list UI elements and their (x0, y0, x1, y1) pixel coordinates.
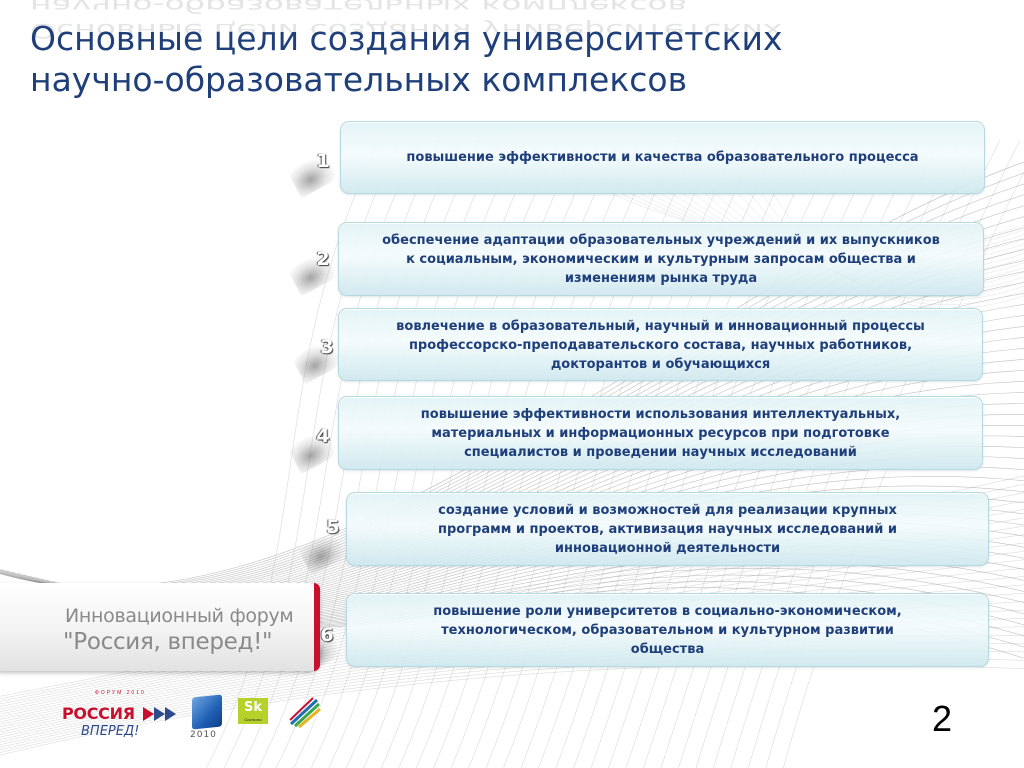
forum-name-line-1: Инновационный форум (65, 605, 294, 627)
goal-text-line: программ и проектов, активизация научных… (438, 522, 897, 537)
goal-number-1: 1 (316, 150, 330, 172)
goal-text-5: создание условий и возможностей для реал… (347, 501, 988, 558)
vpered-text: ВПЕРЕД! (81, 724, 140, 739)
goal-text-line: материальных и информационных ресурсов п… (431, 426, 890, 441)
title-line-2: научно-образовательных комплексов (30, 60, 688, 99)
goal-number-3: 3 (320, 336, 334, 358)
forum-caption: ФОРУМ 2010 (95, 690, 146, 696)
arrows-icon (143, 707, 176, 721)
goal-text-1: повышение эффективности и качества образ… (341, 148, 984, 167)
forum-accent-bar (314, 583, 320, 671)
goal-box-6: повышение роли университетов в социально… (346, 593, 989, 667)
logos-row: ФОРУМ 2010 РОССИЯ ВПЕРЕД! 2010 Sk Сколко… (55, 688, 335, 748)
goal-text-line: обеспечение адаптации образовательных уч… (382, 233, 940, 248)
goal-number-5: 5 (326, 516, 340, 538)
goal-text-line: повышение эффективности использования ин… (420, 407, 901, 422)
goal-text-4: повышение эффективности использования ин… (339, 405, 982, 462)
goal-text-6: повышение роли университетов в социально… (347, 602, 988, 659)
goal-number-2: 2 (316, 248, 330, 270)
goal-text-line: создание условий и возможностей для реал… (438, 503, 897, 518)
cube-year: 2010 (190, 730, 217, 740)
emblem-logo (289, 697, 321, 729)
goal-text-line: профессорско-преподавательского состава,… (408, 338, 913, 353)
goal-text-line: повышение роли университетов в социально… (433, 604, 902, 619)
goal-text-line: докторантов и обучающихся (550, 357, 771, 372)
goal-text-line: технологическом, образовательном и культ… (441, 623, 894, 638)
goal-text-2: обеспечение адаптации образовательных уч… (339, 231, 983, 288)
goal-box-5: создание условий и возможностей для реал… (346, 492, 989, 566)
goal-text-3: вовлечение в образовательный, научный и … (339, 317, 982, 374)
goal-box-3: вовлечение в образовательный, научный и … (338, 308, 983, 381)
blue-cube-logo (192, 694, 222, 730)
goal-text-line: общества (630, 642, 705, 657)
goal-number-4: 4 (316, 425, 330, 447)
goal-box-4: повышение эффективности использования ин… (338, 396, 983, 470)
goal-text-line: к социальным, экономическим и культурным… (406, 252, 916, 267)
page-number: 2 (931, 698, 952, 739)
goal-box-2: обеспечение адаптации образовательных уч… (338, 222, 984, 296)
goal-text-line: изменениям рынка труда (564, 271, 758, 286)
title-line-1: Основные цели создания университетских (30, 19, 783, 58)
skolkovo-caption: Сколково (244, 717, 262, 722)
goal-text-line: инновационной деятельности (554, 541, 781, 556)
forum-name-line-2: "Россия, вперед!" (63, 629, 273, 655)
russia-vpered-logo: РОССИЯ (62, 704, 135, 723)
goal-text-line: вовлечение в образовательный, научный и … (396, 319, 925, 334)
skolkovo-logo: Sk (238, 698, 268, 724)
goal-text-line: специалистов и проведении научных исслед… (464, 445, 857, 460)
slide-title: Основные цели создания университетских н… (30, 18, 782, 100)
goal-box-1: повышение эффективности и качества образ… (340, 121, 985, 194)
goal-text-line: повышение эффективности и качества образ… (406, 150, 919, 165)
forum-panel: Инновационный форум "Россия, вперед!" (0, 583, 320, 671)
goal-number-6: 6 (320, 624, 334, 646)
